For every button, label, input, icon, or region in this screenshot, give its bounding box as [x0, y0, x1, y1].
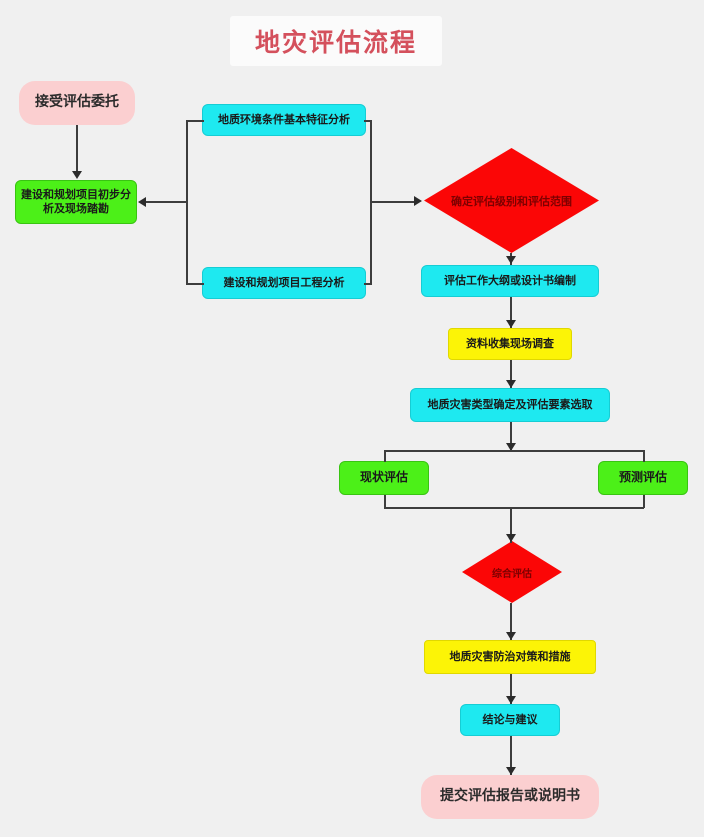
node-geo-env-analysis[interactable]: 地质环境条件基本特征分析 [202, 104, 366, 136]
node-comprehensive-assessment-label: 综合评估 [492, 568, 532, 580]
page-title: 地灾评估流程 [254, 28, 417, 57]
arrowhead-down [506, 632, 516, 640]
node-hazard-type-factors[interactable]: 地质灾害类型确定及评估要素选取 [410, 388, 610, 422]
connector-conclusions-to-submit [510, 736, 512, 775]
arrowhead-down [72, 171, 82, 179]
node-data-collection[interactable]: 资料收集现场调查 [448, 328, 572, 360]
node-prevention-measures-label: 地质灾害防治对策和措施 [449, 649, 571, 663]
node-preliminary-analysis[interactable]: 建设和规划项目初步分析及现场踏勘 [15, 180, 137, 224]
arrowhead-down [506, 320, 516, 328]
arrowhead-down [506, 534, 516, 542]
node-comprehensive-assessment[interactable]: 综合评估 [462, 541, 562, 603]
node-outline-design-label: 评估工作大纲或设计书编制 [444, 273, 576, 287]
arrowhead-down [506, 696, 516, 704]
node-conclusions-label: 结论与建议 [482, 712, 538, 726]
connector-split-left-down [384, 450, 386, 462]
connector-data-to-hazard [510, 360, 512, 388]
arrowhead-left [138, 197, 146, 207]
connector-accept-to-preliminary [76, 125, 78, 172]
connector-rail-to-diamond [370, 201, 416, 203]
node-project-engineering-analysis[interactable]: 建设和规划项目工程分析 [202, 267, 366, 299]
node-conclusions[interactable]: 结论与建议 [460, 704, 560, 736]
node-determine-level-scope-label: 确定评估级别和评估范围 [451, 194, 572, 208]
connector-geo-env-right-stub [364, 120, 372, 122]
connector-prevention-to-conclusions [510, 674, 512, 704]
node-determine-level-scope[interactable]: 确定评估级别和评估范围 [424, 148, 599, 253]
arrowhead-right [414, 196, 422, 206]
arrowhead-down [506, 256, 516, 264]
connector-merge-to-comprehensive [510, 507, 512, 543]
connector-hazard-to-split [510, 422, 512, 450]
connector-project-eng-left-stub [186, 283, 204, 285]
node-prevention-measures[interactable]: 地质灾害防治对策和措施 [424, 640, 596, 674]
connector-rail-to-preliminary [146, 201, 187, 203]
node-submit-report-label: 提交评估报告或说明书 [440, 788, 580, 805]
node-hazard-type-factors-label: 地质灾害类型确定及评估要素选取 [427, 397, 593, 411]
connector-merge-right-up [643, 495, 645, 508]
node-geo-env-analysis-label: 地质环境条件基本特征分析 [218, 112, 350, 126]
connector-merge-left-up [384, 495, 386, 508]
connector-project-eng-right-stub [364, 283, 372, 285]
node-data-collection-label: 资料收集现场调查 [466, 336, 554, 350]
connector-split-bar-top [384, 450, 644, 452]
arrowhead-down [506, 767, 516, 775]
connector-split-right-down [643, 450, 645, 462]
node-preliminary-analysis-label: 建设和规划项目初步分析及现场踏勘 [21, 187, 131, 215]
node-project-engineering-analysis-label: 建设和规划项目工程分析 [223, 275, 345, 289]
node-current-assessment-label: 现状评估 [359, 470, 408, 485]
diagram-title-card: 地灾评估流程 [230, 16, 442, 66]
connector-comprehensive-to-prevention [510, 603, 512, 640]
arrowhead-down [506, 380, 516, 388]
node-current-assessment[interactable]: 现状评估 [339, 461, 429, 495]
node-predictive-assessment[interactable]: 预测评估 [598, 461, 688, 495]
node-accept-commission-label: 接受评估委托 [35, 94, 119, 111]
connector-geo-env-left-stub [186, 120, 204, 122]
node-submit-report[interactable]: 提交评估报告或说明书 [421, 775, 599, 819]
node-accept-commission[interactable]: 接受评估委托 [19, 81, 135, 125]
connector-merge-bar-bottom [384, 507, 644, 509]
node-outline-design[interactable]: 评估工作大纲或设计书编制 [421, 265, 599, 297]
node-predictive-assessment-label: 预测评估 [618, 470, 667, 485]
arrowhead-down [506, 443, 516, 451]
connector-outline-to-data [510, 297, 512, 328]
